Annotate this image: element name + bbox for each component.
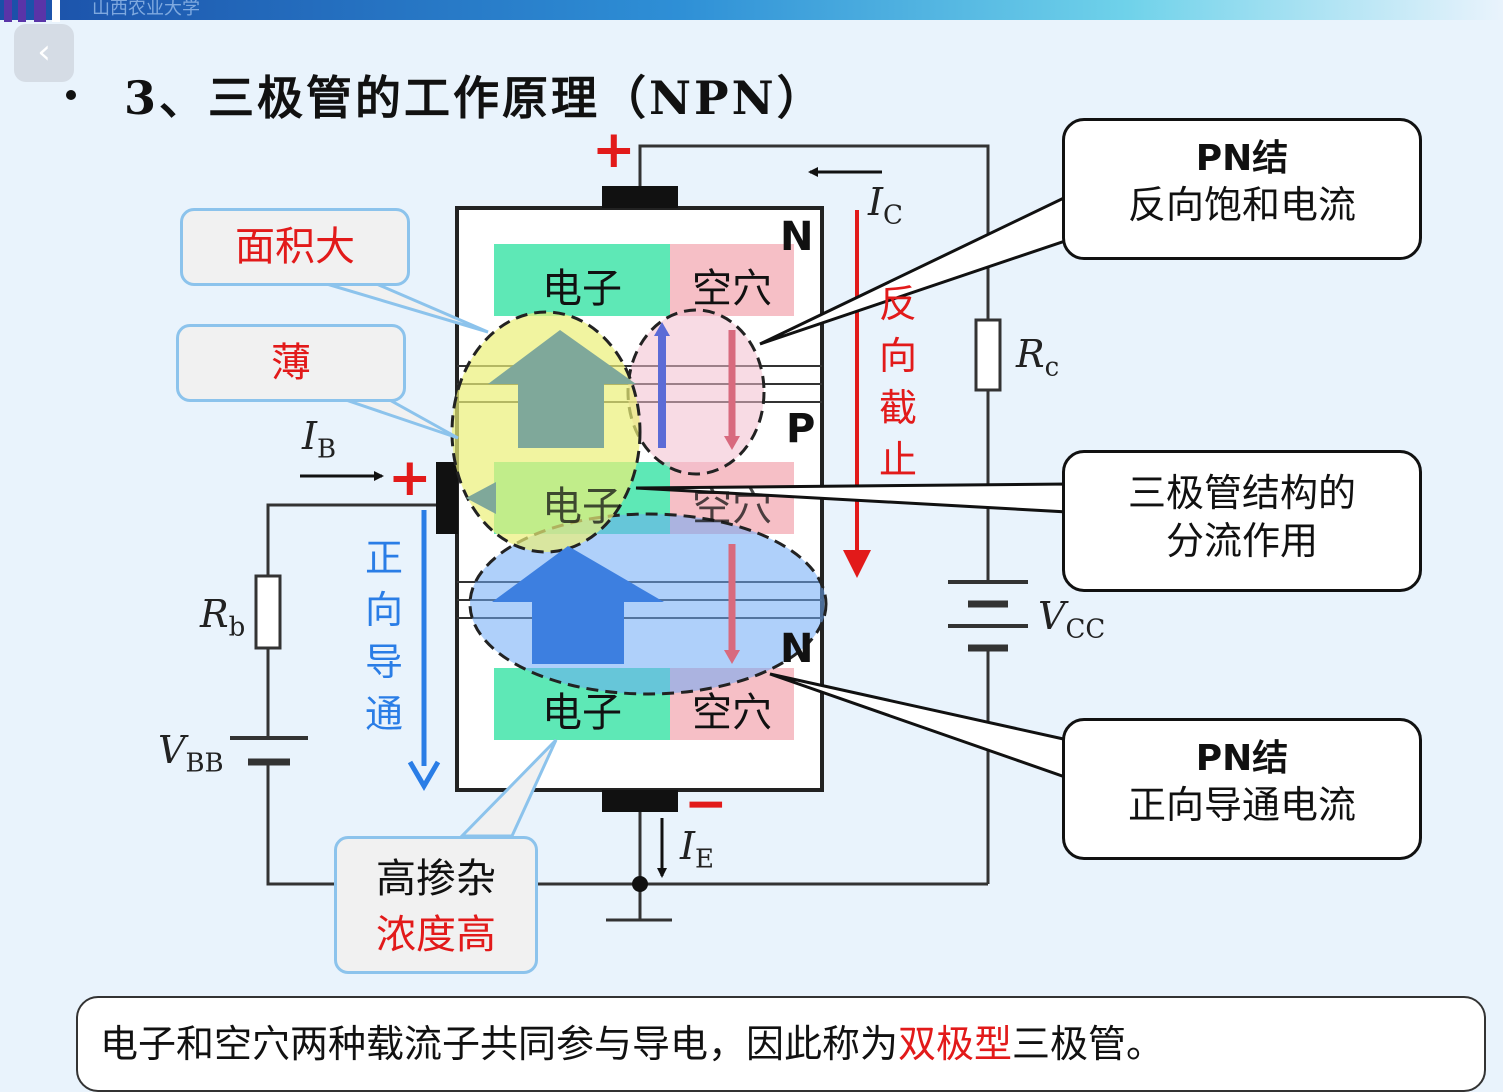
callout-shunt-effect: 三极管结构的 分流作用 <box>1062 450 1422 592</box>
label-pointer-thin <box>339 396 459 440</box>
rb-symbol: Rb <box>200 592 246 643</box>
emitter-terminal <box>602 790 678 812</box>
title-bullet <box>66 90 76 100</box>
emitter-electron-arrow <box>492 546 664 664</box>
top-banner: 山西农业大学 <box>0 0 1503 22</box>
ib-symbol: IB <box>302 414 337 465</box>
page-title: 3、三极管的工作原理（NPN） <box>124 71 826 125</box>
base-electron-arrow <box>466 482 496 514</box>
junction-node <box>632 876 648 892</box>
layer-p: P <box>786 406 816 452</box>
rb-resistor <box>254 574 282 650</box>
collector-terminal <box>602 186 678 208</box>
emitter-hole-label: 空穴 <box>692 690 772 736</box>
layer-n-bottom: N <box>780 626 814 672</box>
summary-end: 三极管。 <box>1012 1022 1165 1066</box>
ic-symbol: IC <box>868 180 903 231</box>
collector-hole-label: 空穴 <box>692 266 772 312</box>
label-large-area: 面积大 <box>180 208 410 286</box>
vbb-battery <box>230 736 308 766</box>
vcc-symbol: VCC <box>1038 594 1106 645</box>
collector-electron-arrow <box>488 330 636 448</box>
emitter-electron-label: 电子 <box>542 690 622 736</box>
summary-highlight: 双极型 <box>898 1022 1013 1066</box>
hole-drift-arrows <box>654 322 740 664</box>
base-electron-label: 电子 <box>542 484 622 530</box>
callout-reverse-saturation: PN结 反向饱和电流 <box>1062 118 1422 260</box>
summary-box: 电子和空穴两种载流子共同参与导电，因此称为双极型三极管。 <box>76 996 1486 1092</box>
collector-junction-ellipse <box>626 308 766 476</box>
summary-text: 电子和空穴两种载流子共同参与导电，因此称为 <box>100 1022 899 1066</box>
school-name: 山西农业大学 <box>92 0 200 19</box>
base-plus: + <box>388 448 432 508</box>
collector-electron-label: 电子 <box>542 266 622 312</box>
emitter-minus: − <box>684 774 728 834</box>
chevron-left-icon: ‹ <box>37 32 51 72</box>
back-button[interactable]: ‹ <box>14 24 74 82</box>
forward-conduct-text: 正向导通 <box>364 536 403 736</box>
rc-resistor <box>974 318 1002 392</box>
vbb-symbol: VBB <box>158 728 224 779</box>
ie-symbol: IE <box>680 824 714 875</box>
callout-forward-conduct: PN结 正向导通电流 <box>1062 718 1422 860</box>
rc-symbol: Rc <box>1016 332 1060 383</box>
base-hole-label: 空穴 <box>692 484 772 530</box>
collector-plus: + <box>592 120 636 180</box>
label-high-doping: 高掺杂 浓度高 <box>334 836 538 974</box>
layer-n-top: N <box>780 214 814 260</box>
school-logo <box>0 0 62 22</box>
vcc-battery <box>948 580 1028 652</box>
label-thin: 薄 <box>176 324 406 402</box>
reverse-cutoff-text: 反向截止 <box>878 282 917 482</box>
base-terminal <box>436 462 458 534</box>
